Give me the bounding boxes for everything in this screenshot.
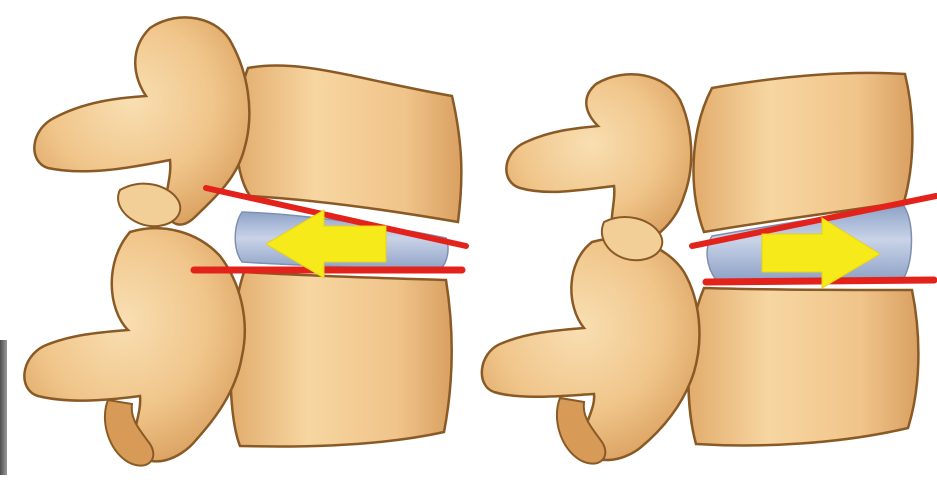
left-lower-vertebral-body xyxy=(231,272,452,446)
right-vertebra-pair xyxy=(482,73,936,464)
right-lower-guide-line xyxy=(706,280,934,282)
edge-shadow xyxy=(0,340,7,475)
left-vertebra-pair xyxy=(24,17,466,465)
left-upper-vertebral-body xyxy=(236,65,461,222)
right-upper-posterior-arch xyxy=(506,74,691,248)
right-lower-vertebral-body xyxy=(688,288,918,445)
